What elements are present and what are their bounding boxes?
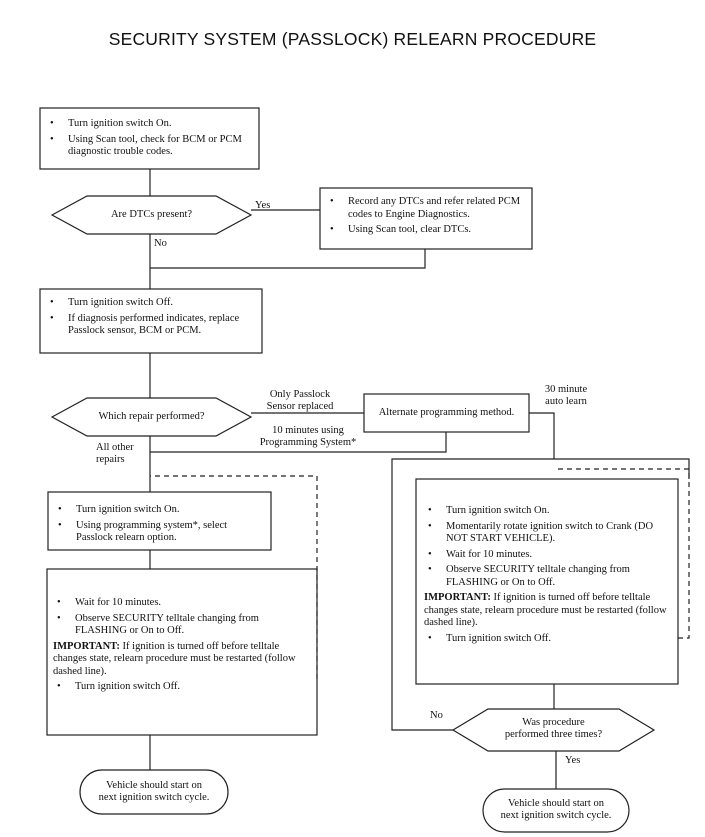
page-title: SECURITY SYSTEM (PASSLOCK) RELEARN PROCE… — [108, 29, 597, 49]
decision-dtcs-present — [50, 195, 253, 235]
branch-passlock-line2: Sensor replaced — [266, 401, 334, 412]
branch-10min-line2: Programming System* — [259, 437, 357, 448]
list-item: Wait for 10 minutes. — [53, 597, 303, 610]
branch-passlock-line1: Only Passlock — [269, 389, 331, 400]
branch-10min-line1: 10 minutes using — [272, 425, 344, 436]
terminal-right-line1: Vehicle should start on — [508, 798, 604, 809]
list-item: Turn ignition switch Off. — [46, 297, 256, 310]
box-right-procedure — [415, 478, 679, 685]
important-text: If ignition is turned off before telltal… — [424, 592, 667, 628]
important-note: IMPORTANT: If ignition is turned off bef… — [53, 641, 303, 679]
branch-10min-label: 10 minutes using Programming System* — [244, 425, 372, 449]
decision-dtcs-label: Are DTCs present? — [110, 209, 193, 220]
list-item: Momentarily rotate ignition switch to Cr… — [424, 521, 668, 546]
terminal-left-text: Vehicle should start on next ignition sw… — [80, 780, 228, 804]
list-item: Turn ignition switch Off. — [424, 633, 668, 646]
list-item: Record any DTCs and refer related PCM co… — [326, 196, 526, 221]
list-item: Using Scan tool, clear DTCs. — [326, 224, 526, 237]
list-item: Using programming system*, select Passlo… — [54, 520, 266, 545]
terminal-left-line1: Vehicle should start on — [106, 780, 202, 791]
terminal-right-line2: next ignition switch cycle. — [500, 810, 612, 821]
box2-text: Turn ignition switch Off. If diagnosis p… — [46, 297, 256, 341]
list-item: Using Scan tool, check for BCM or PCM di… — [46, 134, 251, 159]
decision-repair-label: Which repair performed? — [98, 411, 205, 422]
list-item: Turn ignition switch On. — [424, 505, 668, 518]
branch-other-line2: repairs — [96, 454, 125, 465]
branch-30min-label: 30 minute auto learn — [536, 384, 596, 408]
list-item: Observe SECURITY telltale changing from … — [424, 564, 668, 589]
terminal-left-line2: next ignition switch cycle. — [98, 792, 210, 803]
branch-passlock-label: Only Passlock Sensor replaced — [258, 389, 342, 413]
list-item: Wait for 10 minutes. — [424, 549, 668, 562]
no-label-dtc: No — [154, 238, 167, 249]
decision3-line2: performed three times? — [504, 729, 603, 740]
box-record-dtc — [319, 187, 533, 250]
decision-which-repair — [50, 397, 253, 437]
box-prog-text: Turn ignition switch On. Using programmi… — [54, 504, 266, 548]
box1-text: Turn ignition switch On. Using Scan tool… — [46, 118, 251, 162]
branch-30min-line1: 30 minute — [544, 384, 588, 395]
terminal-left — [79, 769, 229, 815]
decision-three-times-label: Was procedure performed three times? — [488, 717, 619, 741]
branch-other-line1: All other — [96, 442, 134, 453]
box-alt-label: Alternate programming method. — [378, 407, 515, 418]
branch-other-label: All other repairs — [96, 442, 134, 466]
important-label: IMPORTANT: — [53, 640, 120, 652]
list-item: If diagnosis performed indicates, replac… — [46, 313, 256, 338]
list-item: Turn ignition switch On. — [46, 118, 251, 131]
branch-30min-line2: auto learn — [545, 396, 587, 407]
box-wait-left-text: Wait for 10 minutes. Observe SECURITY te… — [53, 597, 303, 697]
important-text: If ignition is turned off before telltal… — [53, 640, 296, 677]
list-item: Observe SECURITY telltale changing from … — [53, 613, 303, 638]
decision-three-times — [451, 708, 656, 752]
box-programming-system — [47, 491, 272, 551]
important-label: IMPORTANT: — [424, 592, 491, 603]
yes-label-three: Yes — [565, 755, 581, 766]
important-note: IMPORTANT: If ignition is turned off bef… — [424, 592, 668, 630]
list-item: Turn ignition switch Off. — [53, 681, 303, 694]
no-label-three: No — [430, 710, 443, 721]
decision3-line1: Was procedure — [522, 717, 585, 728]
box-dtc-text: Record any DTCs and refer related PCM co… — [326, 196, 526, 240]
box-ignition-off-replace — [39, 288, 263, 354]
box-right-text: Turn ignition switch On. Momentarily rot… — [424, 505, 668, 648]
terminal-right-text: Vehicle should start on next ignition sw… — [483, 798, 629, 822]
list-item: Turn ignition switch On. — [54, 504, 266, 517]
yes-label-dtc: Yes — [255, 200, 271, 211]
